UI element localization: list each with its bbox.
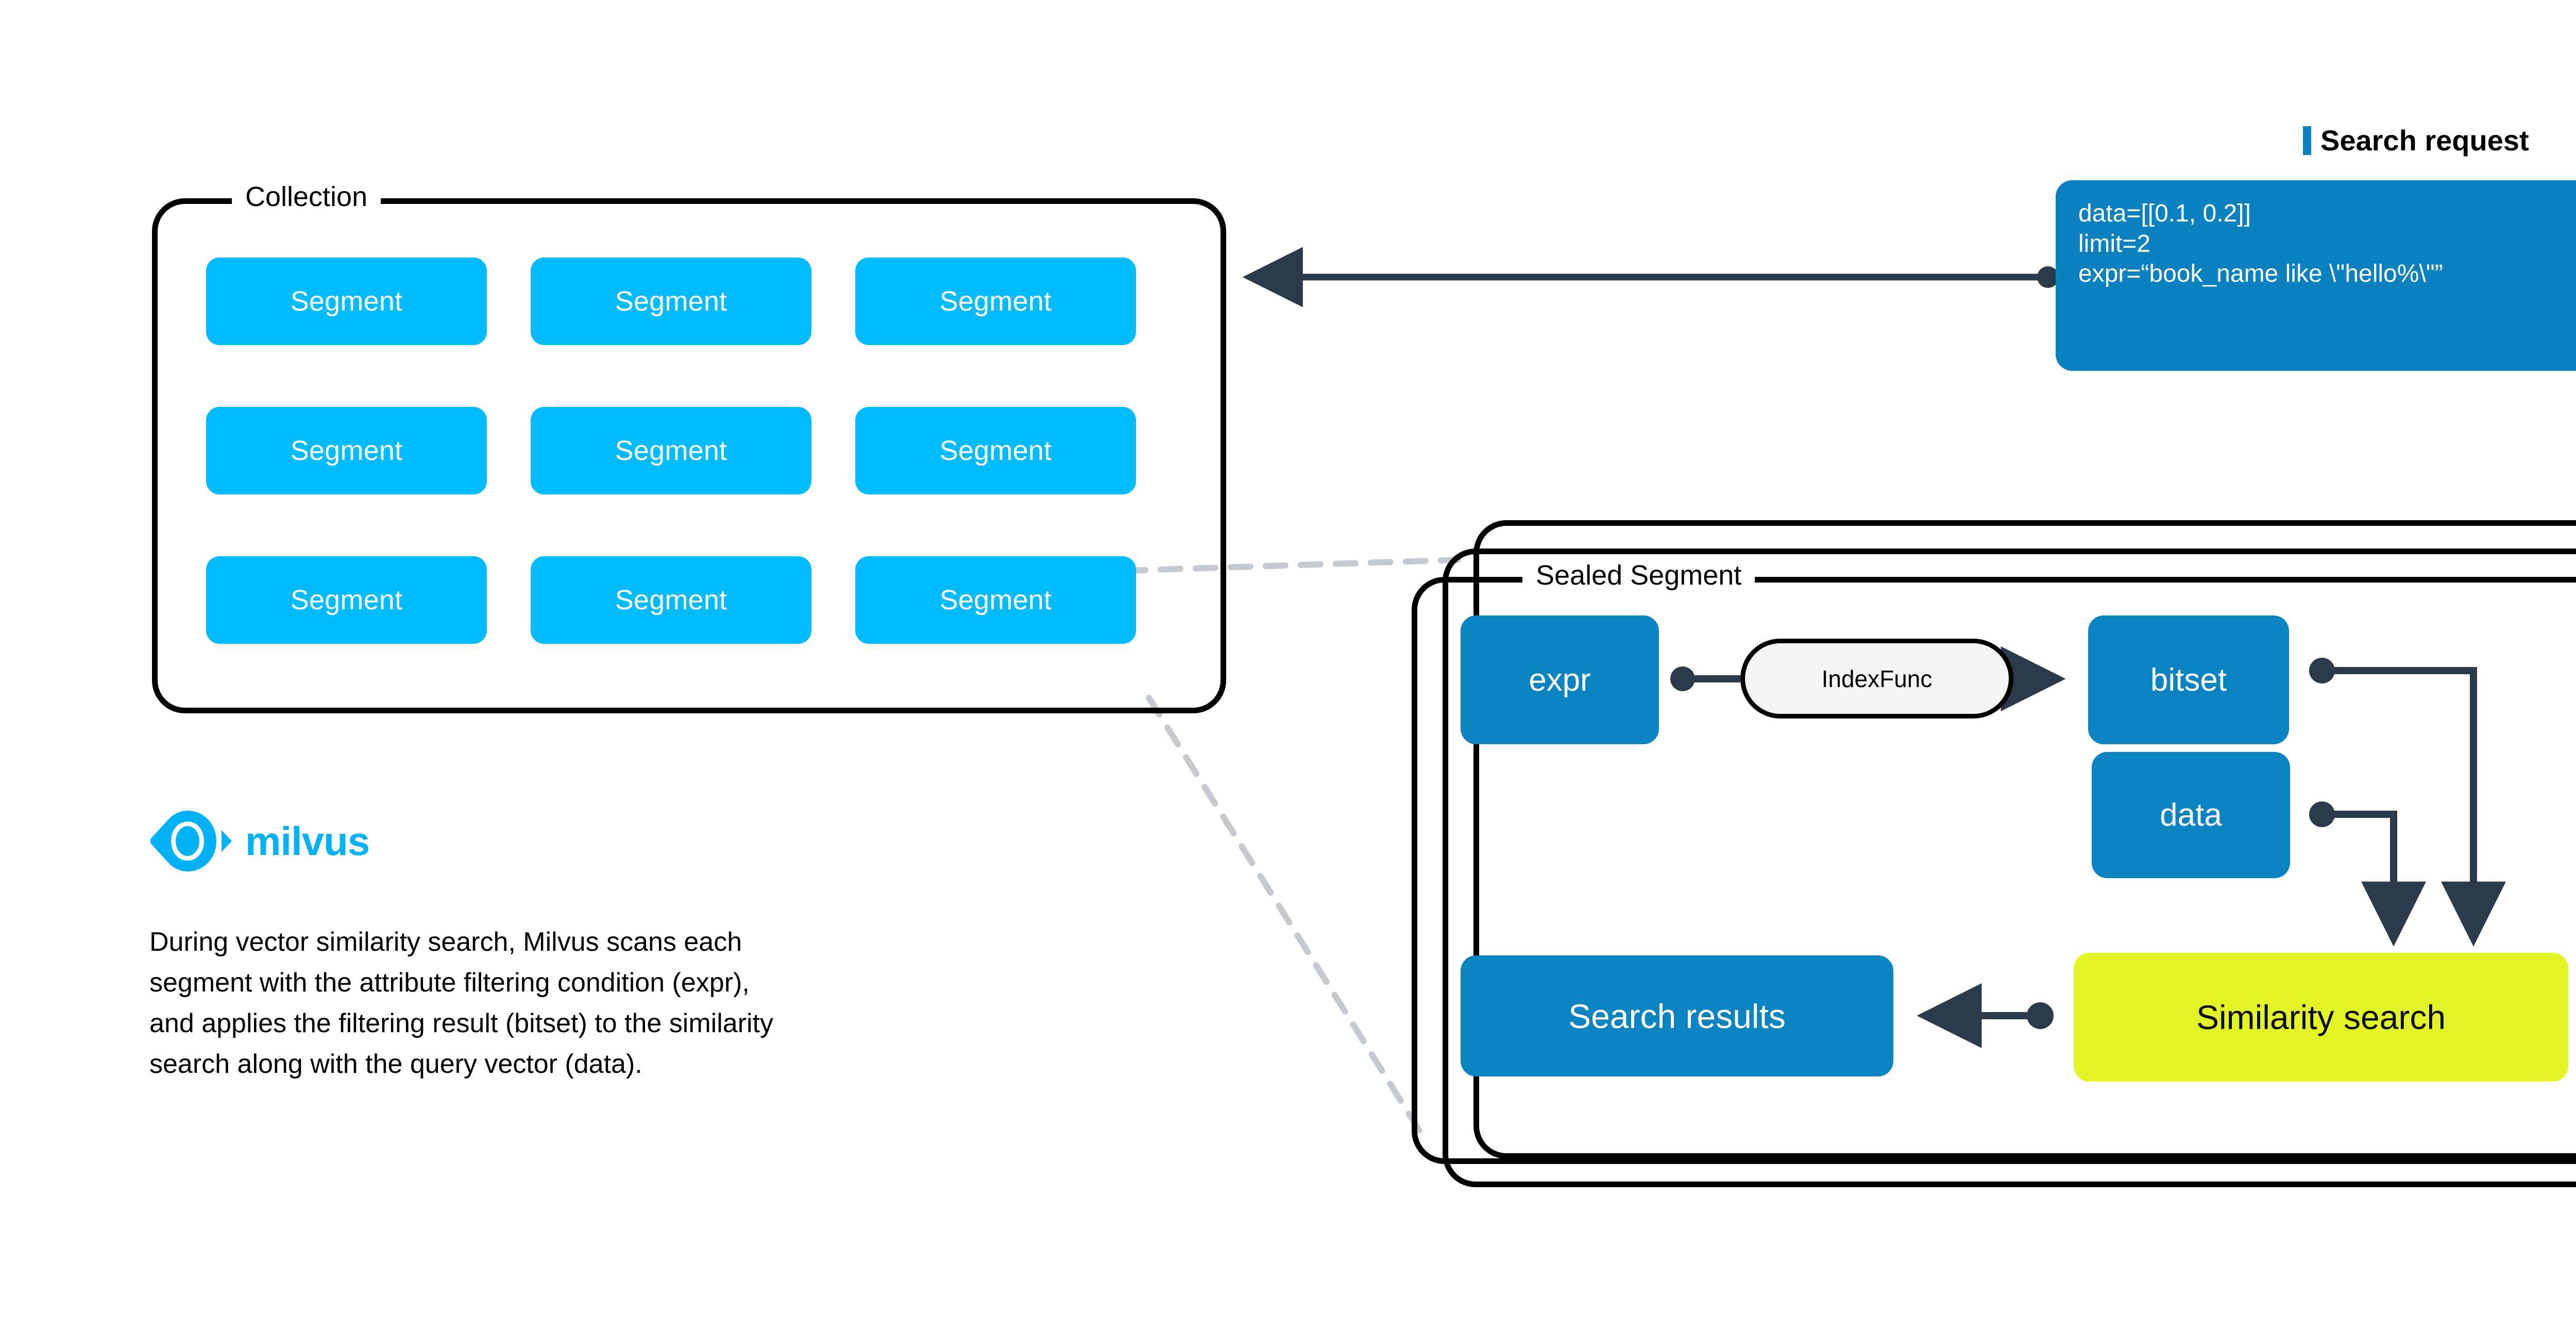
node-indexfunc[interactable]: IndexFunc — [1740, 639, 2013, 718]
node-bitset[interactable]: bitset — [2088, 615, 2289, 744]
milvus-logo: milvus — [149, 808, 370, 875]
node-data[interactable]: data — [2092, 752, 2290, 878]
search-request-title: Search request — [2320, 124, 2529, 157]
node-expr[interactable]: expr — [1461, 615, 1659, 744]
segment-chip[interactable]: Segment — [531, 556, 811, 644]
segment-chip[interactable]: Segment — [531, 258, 811, 345]
wire-segment-callout-bottom — [1146, 695, 1422, 1134]
node-similarity-search[interactable]: Similarity search — [2074, 953, 2568, 1082]
sealed-segment-panel — [1412, 577, 2576, 1164]
collection-panel — [152, 198, 1226, 713]
sealed-segment-stack-back — [1473, 520, 2576, 1159]
segment-chip[interactable]: Segment — [531, 407, 811, 494]
segment-chip[interactable]: Segment — [855, 556, 1136, 644]
search-request-line-limit: limit=2 — [2078, 230, 2151, 258]
search-request-line-data: data=[[0.1, 0.2]] — [2078, 200, 2251, 227]
search-request-line-expr: expr=“book_name like \"hello%\"” — [2078, 260, 2443, 288]
segment-chip[interactable]: Segment — [206, 556, 487, 644]
search-request-card[interactable]: data=[[0.1, 0.2]] limit=2 expr=“book_nam… — [2056, 180, 2576, 371]
search-request-accent-bar — [2303, 126, 2311, 155]
caption-text: During vector similarity search, Milvus … — [149, 927, 773, 1080]
segment-chip[interactable]: Segment — [206, 258, 487, 345]
segment-chip[interactable]: Segment — [206, 407, 487, 494]
milvus-wordmark: milvus — [245, 818, 370, 864]
segment-chip[interactable]: Segment — [855, 258, 1136, 345]
wire-request-to-collection — [1242, 247, 2059, 307]
segment-chip[interactable]: Segment — [855, 407, 1136, 494]
collection-panel-label: Collection — [232, 183, 381, 211]
sealed-segment-panel-label: Sealed Segment — [1522, 561, 1755, 589]
milvus-eye-icon — [150, 811, 232, 871]
node-search-results[interactable]: Search results — [1461, 955, 1893, 1076]
search-request-header: Search request — [2303, 124, 2529, 157]
sealed-segment-stack-mid — [1443, 549, 2576, 1187]
